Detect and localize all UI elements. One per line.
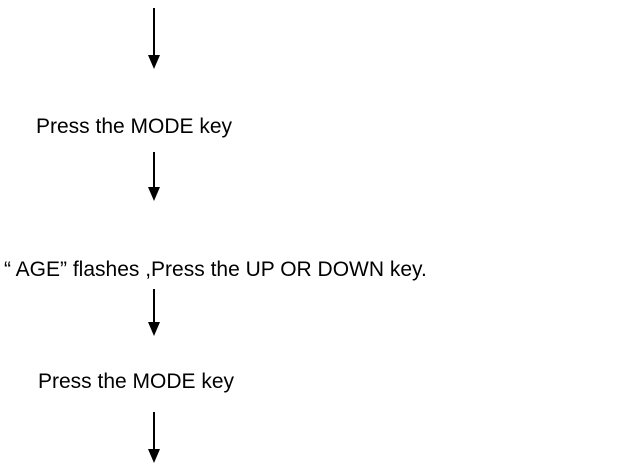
down-arrow-icon — [147, 289, 161, 337]
down-arrow-icon — [147, 8, 161, 70]
down-arrow-icon — [147, 152, 161, 202]
step-press-mode-key: Press the MODE key — [36, 115, 233, 138]
down-arrow-icon — [147, 412, 161, 464]
step-age-flashes: “ AGE” flashes ,Press the UP OR DOWN key… — [4, 258, 427, 281]
step-press-mode-key-2: Press the MODE key — [38, 370, 235, 393]
